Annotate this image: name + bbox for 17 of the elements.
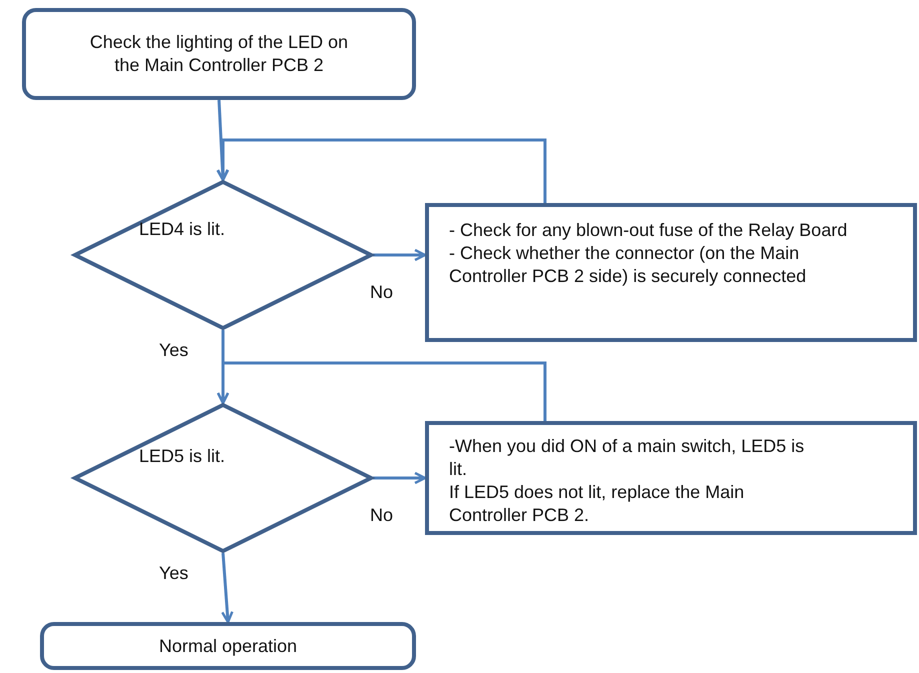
decision-text: LED5 is lit. — [139, 445, 226, 468]
arrow — [216, 362, 546, 421]
process-box — [425, 421, 917, 535]
arrow — [373, 472, 426, 484]
process-box — [425, 203, 917, 342]
arrow — [373, 248, 426, 262]
box-text: Normal operation — [158, 634, 298, 658]
arrow — [216, 138, 546, 203]
box-text: - Check for any blown-out fuse of the Relay Board — [449, 219, 848, 242]
box-text: -When you did ON of a main switch, LED5 is lit. — [449, 435, 806, 481]
terminal-box — [22, 8, 416, 100]
box-text: - Check whether the connector (on the Main Controller PCB 2 side) is securely connected — [449, 242, 808, 288]
decision-text: LED4 is lit. — [139, 218, 226, 241]
box-text: Check the lighting of the LED on the Main Controller PCB 2 — [88, 31, 350, 77]
terminal-box — [40, 622, 416, 670]
arrow — [221, 552, 234, 624]
box-text: If LED5 does not lit, replace the Main Controller PCB 2. — [449, 481, 746, 527]
